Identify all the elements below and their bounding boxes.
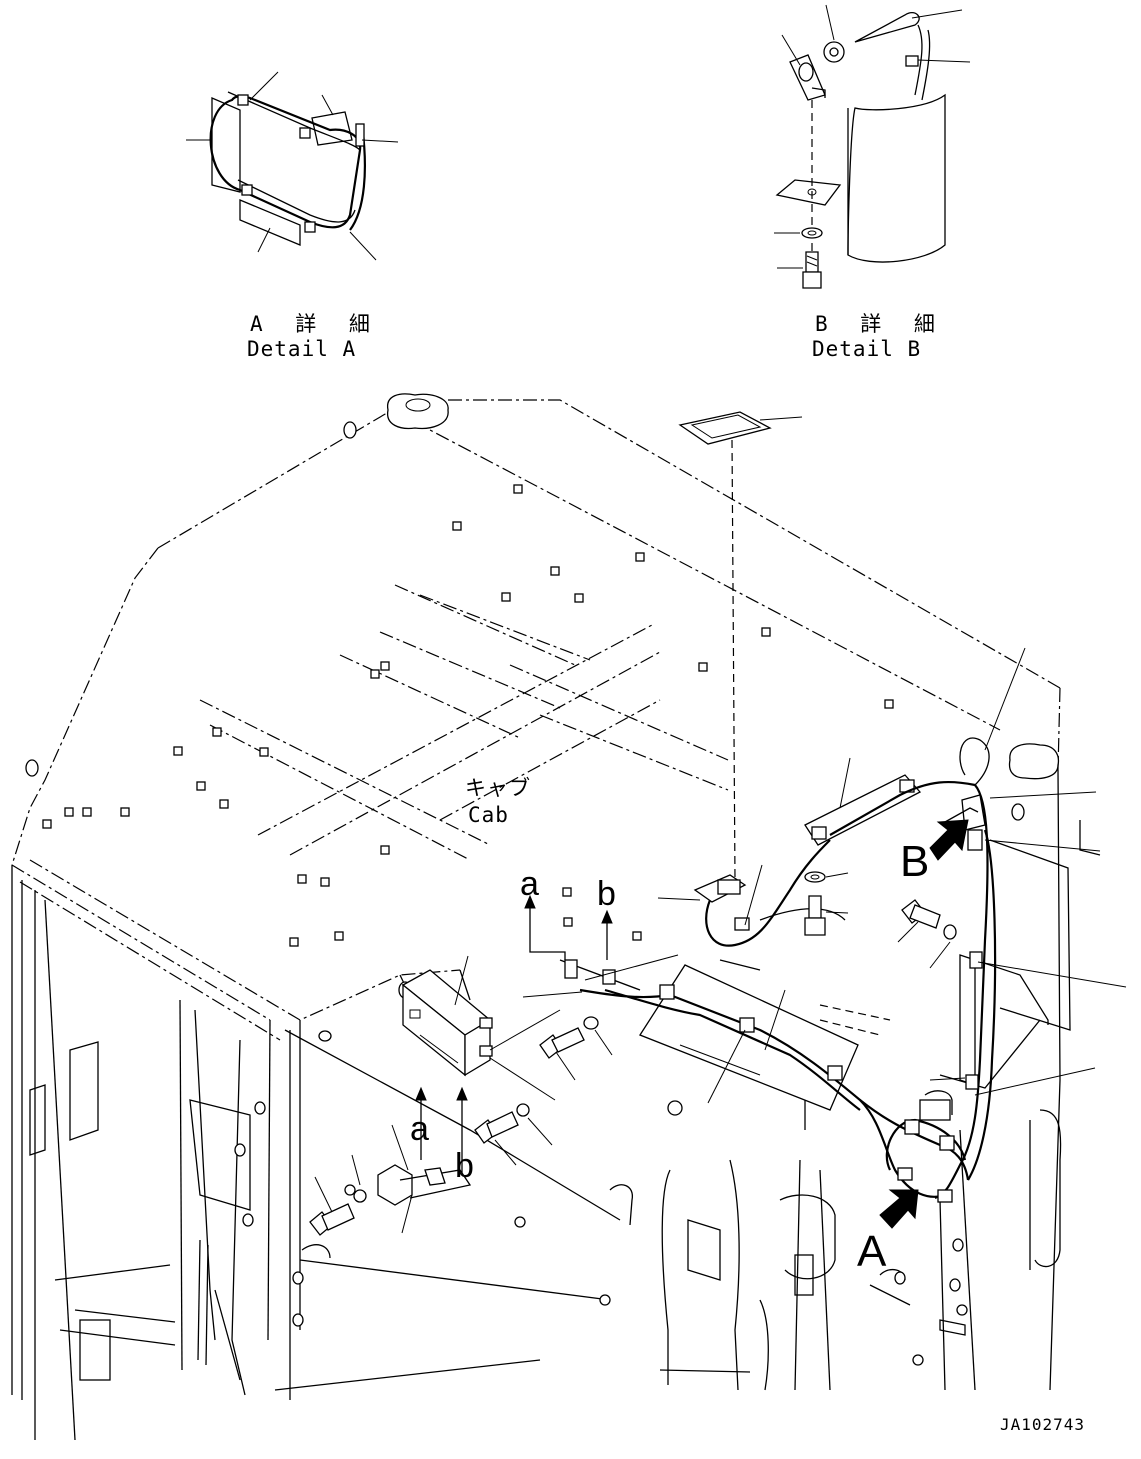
view-marker-B: B xyxy=(900,837,929,886)
cab-body-frame xyxy=(11,769,1101,1441)
view-marker-A: A xyxy=(857,1227,887,1276)
view-marker-a-upper: a xyxy=(520,865,539,903)
view-marker-b-upper: b xyxy=(597,875,616,913)
detail-b-illustration xyxy=(774,4,971,289)
view-marker-b-lower: b xyxy=(455,1147,474,1185)
roof-fastener-markers xyxy=(42,484,894,947)
cab-label-en: Cab xyxy=(468,803,509,827)
view-marker-a-lower: a xyxy=(410,1110,429,1148)
view-arrows xyxy=(415,819,969,1229)
detail-a-illustration xyxy=(186,71,399,261)
fasteners xyxy=(309,871,957,1236)
cab-label-jp: キャブ xyxy=(465,776,531,800)
cab-roof-outline xyxy=(11,393,1061,1041)
antenna-harness xyxy=(522,411,1127,1203)
detail-b-label-jp: B 詳 細 xyxy=(815,312,945,336)
detail-a-label-en: Detail A xyxy=(247,337,356,361)
detail-a-label-jp: A 詳 細 xyxy=(250,312,380,336)
controller-box xyxy=(401,955,561,1101)
drawing-number: JA102743 xyxy=(1000,1415,1085,1434)
detail-b-label-en: Detail B xyxy=(812,337,921,361)
view-arrow-icon xyxy=(524,894,536,909)
leader-arrow-icon xyxy=(929,819,969,861)
